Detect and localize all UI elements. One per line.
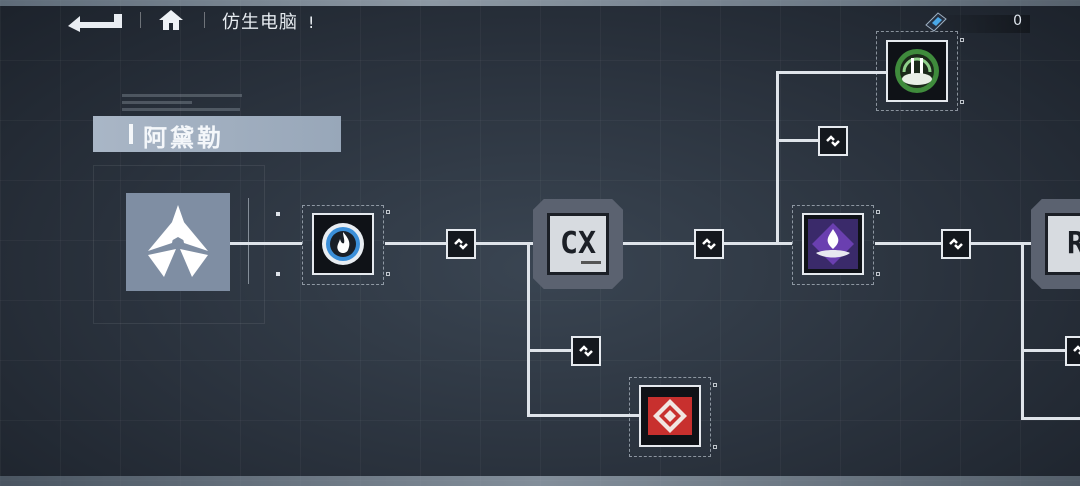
cx-module-icon: CX <box>559 226 597 261</box>
flame-ring-icon <box>322 223 364 265</box>
connector-line <box>527 414 639 417</box>
back-arrow-icon <box>68 14 122 32</box>
frame-corner <box>960 38 964 42</box>
connector-line <box>527 349 572 352</box>
node-frame <box>302 205 384 285</box>
frame-corner <box>386 272 390 276</box>
divider <box>204 12 205 28</box>
home-button[interactable] <box>158 9 184 31</box>
connector-line <box>776 71 886 74</box>
next-core-node[interactable]: R <box>1031 199 1080 289</box>
green-cycle-icon <box>895 49 939 93</box>
node-frame <box>629 377 711 457</box>
link-connector[interactable] <box>941 229 971 259</box>
next-module-icon: R <box>1066 226 1080 261</box>
link-chain-icon <box>1073 345 1080 355</box>
character-name: 阿黛勒 <box>143 124 224 152</box>
connector-line <box>527 244 530 416</box>
page-title: 仿生电脑! <box>222 8 315 34</box>
skill-node-lotus[interactable] <box>802 213 864 275</box>
connector-line <box>1021 417 1080 420</box>
node-frame <box>876 31 958 111</box>
skill-node-diamond[interactable] <box>639 385 701 447</box>
root-bracket-dot <box>276 272 280 276</box>
currency-value: 0 <box>1013 13 1022 29</box>
bottom-frame-border <box>0 476 1080 486</box>
frame-corner <box>960 100 964 104</box>
root-bracket-line <box>248 198 249 284</box>
root-node[interactable] <box>126 193 230 291</box>
node-face <box>1045 213 1080 275</box>
link-chain-icon <box>949 238 963 250</box>
tri-blade-emblem-icon <box>148 205 208 277</box>
link-connector[interactable] <box>818 126 848 156</box>
home-icon <box>159 10 183 30</box>
decorative-fine-print <box>122 94 252 115</box>
node-face <box>547 213 609 275</box>
top-frame-border <box>0 0 1080 6</box>
frame-corner <box>876 210 880 214</box>
link-connector[interactable] <box>1065 336 1080 366</box>
top-bar: 仿生电脑! 0 <box>0 0 1080 40</box>
node-frame <box>792 205 874 285</box>
connector-line <box>776 71 779 244</box>
skill-node-nature[interactable] <box>886 40 948 102</box>
link-connector[interactable] <box>571 336 601 366</box>
connector-line <box>1021 349 1066 352</box>
panel-accent-bar <box>129 124 133 144</box>
chip-currency-icon <box>920 11 950 33</box>
root-bracket-dot <box>276 212 280 216</box>
purple-lotus-icon <box>808 219 858 269</box>
link-chain-icon <box>826 135 840 147</box>
node-caption-line <box>581 261 601 264</box>
link-chain-icon <box>454 238 468 250</box>
red-diamond-icon <box>648 397 692 435</box>
link-chain-icon <box>702 238 716 250</box>
currency-bar <box>942 15 1030 33</box>
frame-corner <box>713 445 717 449</box>
link-connector[interactable] <box>446 229 476 259</box>
link-connector[interactable] <box>694 229 724 259</box>
page-title-text: 仿生电脑 <box>222 12 298 33</box>
link-chain-icon <box>579 345 593 357</box>
connector-line <box>1021 244 1024 420</box>
title-suffix: ! <box>308 13 316 32</box>
currency-display: 0 <box>920 9 1030 35</box>
frame-corner <box>386 210 390 214</box>
connector-line <box>776 139 821 142</box>
frame-corner <box>876 272 880 276</box>
skill-node-fire[interactable] <box>312 213 374 275</box>
divider <box>140 12 141 28</box>
cx-core-node[interactable]: CX <box>533 199 623 289</box>
back-button[interactable] <box>66 8 124 32</box>
character-name-panel: 阿黛勒 <box>93 116 341 152</box>
connector-line <box>230 242 302 245</box>
frame-corner <box>713 383 717 387</box>
